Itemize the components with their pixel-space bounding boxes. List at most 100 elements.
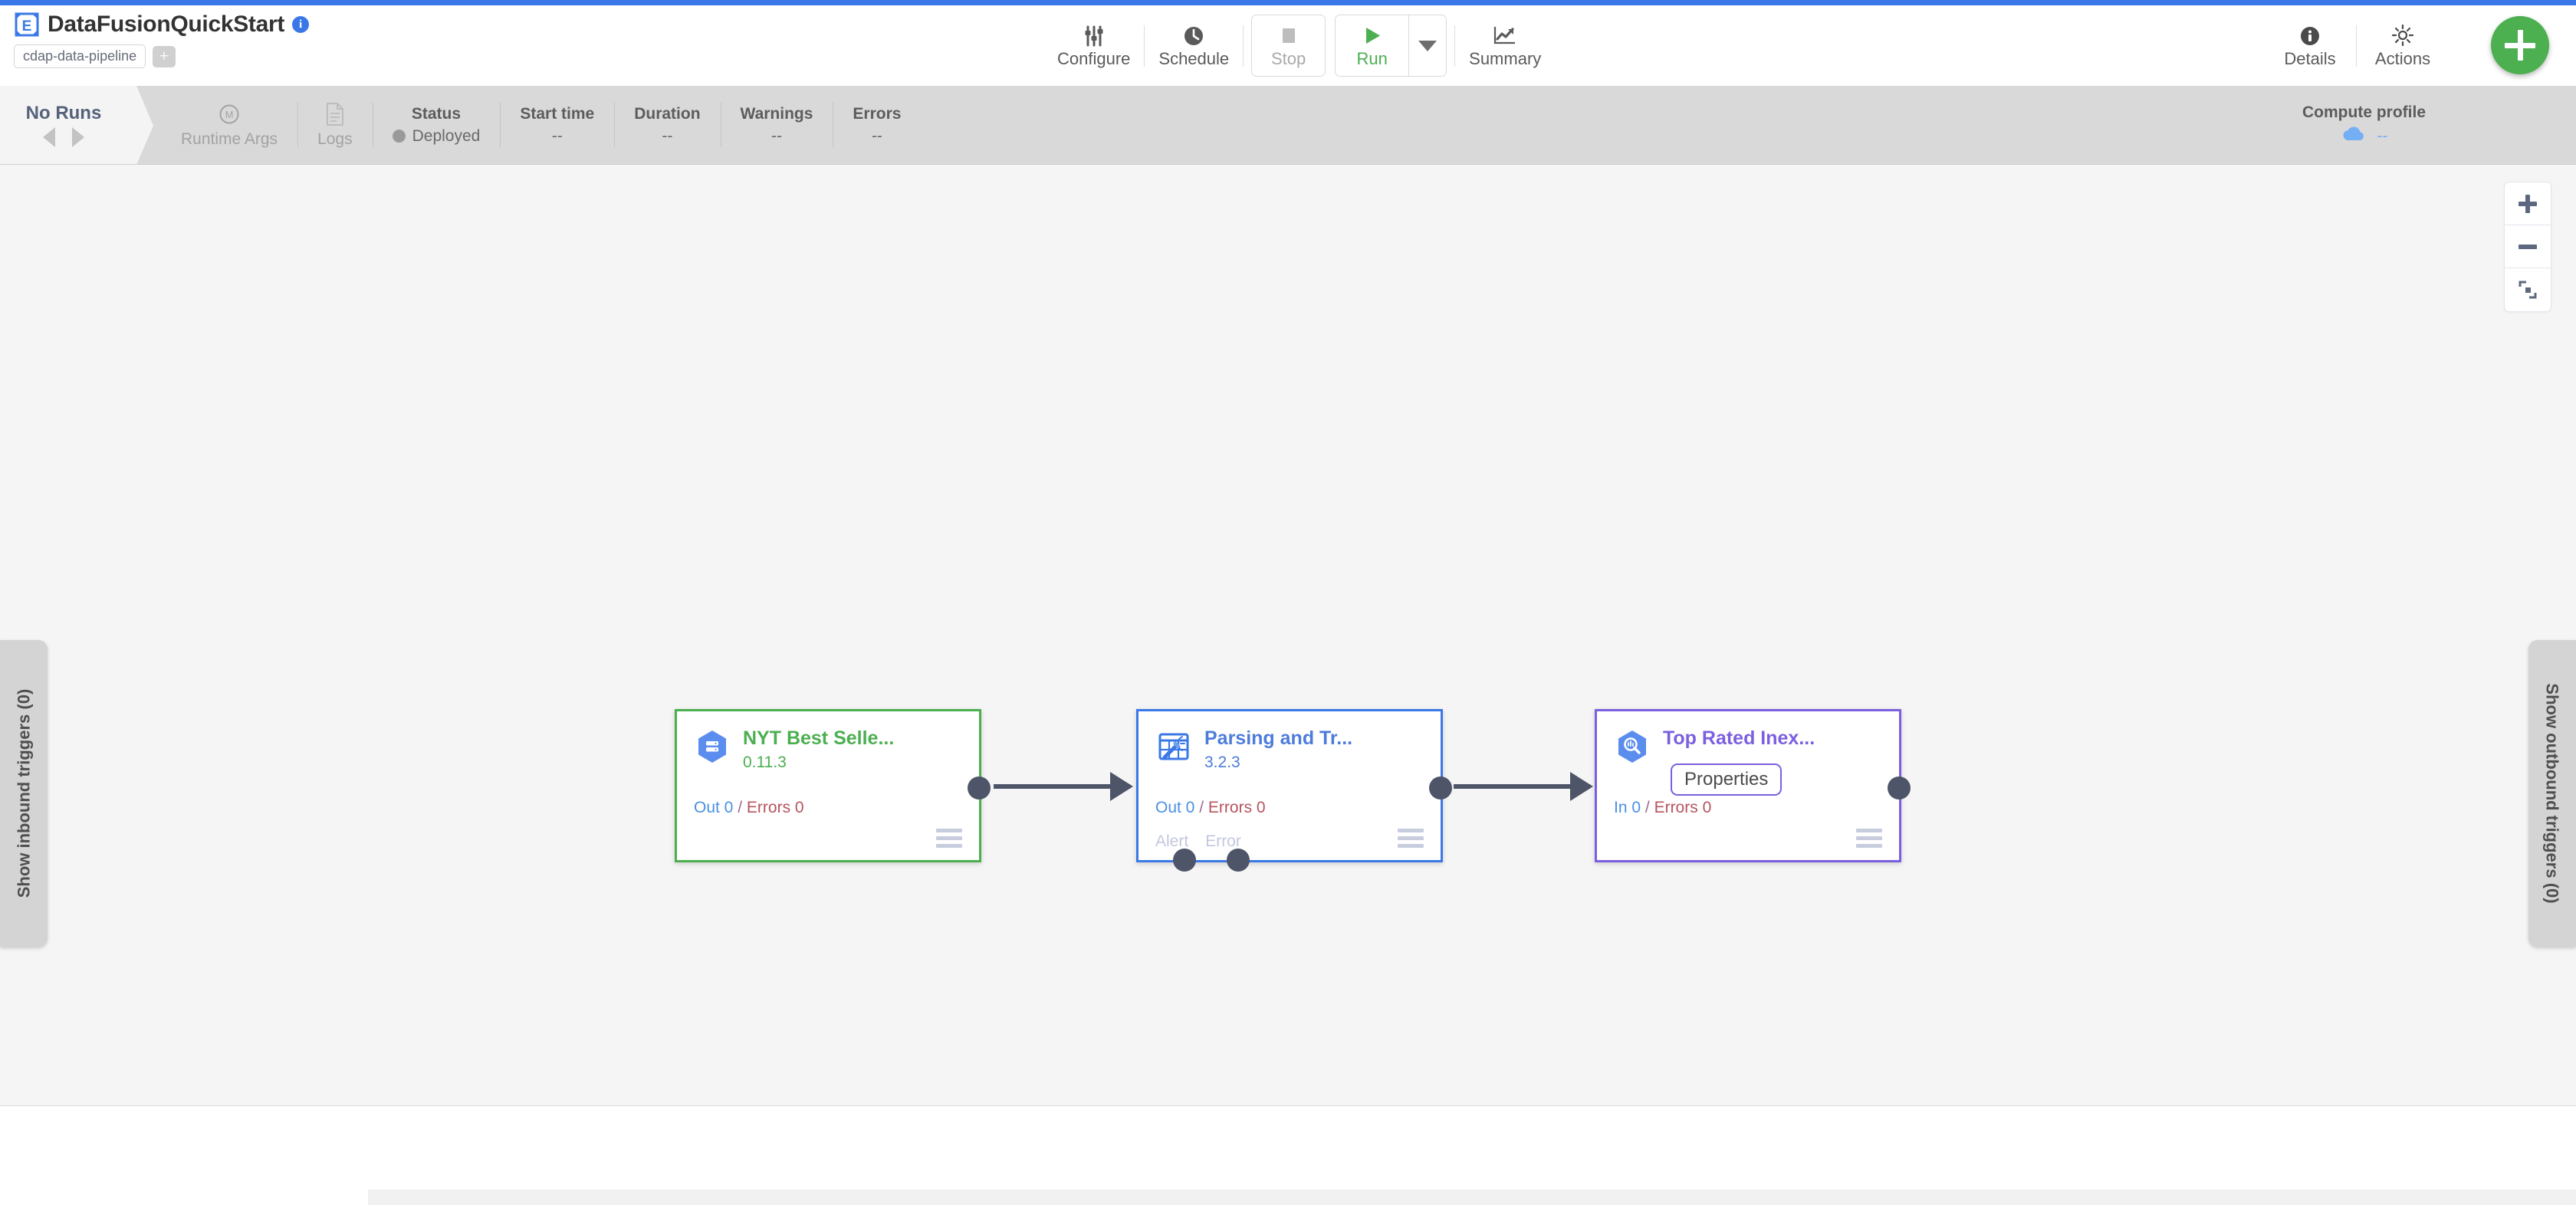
details-button[interactable]: Details [2267, 17, 2353, 74]
toolbar-divider [1454, 25, 1456, 67]
document-icon [325, 102, 345, 126]
info-icon[interactable]: i [292, 16, 310, 33]
run-button[interactable]: Run [1336, 15, 1408, 75]
compute-profile-value: -- [2377, 126, 2388, 145]
errors-metric: Errors -- [833, 86, 921, 164]
pipeline-node-source[interactable]: NYT Best Selle... 0.11.3 Out 0 / Errors … [675, 709, 991, 862]
stop-button[interactable]: Stop [1252, 15, 1325, 75]
outbound-triggers-tab[interactable]: Show outbound triggers (0) [2528, 640, 2576, 947]
zoom-out-button[interactable] [2505, 225, 2551, 268]
runs-nav-buttons [43, 127, 84, 147]
pipeline-node-transform[interactable]: Parsing and Tr... 3.2.3 Out 0 / Errors 0… [1136, 709, 1452, 872]
fit-to-screen-icon [2518, 280, 2538, 300]
errors-value: -- [871, 126, 882, 145]
outbound-triggers-label: Show outbound triggers (0) [2543, 683, 2563, 904]
pipeline-canvas[interactable]: Show inbound triggers (0) Show outbound … [0, 165, 2576, 1106]
chevron-down-icon [1418, 40, 1438, 51]
node-output-port[interactable] [1888, 777, 1911, 800]
svg-text:E: E [22, 18, 32, 34]
zoom-in-button[interactable] [2505, 182, 2551, 225]
play-triangle-icon [1361, 21, 1384, 48]
status-metric-label: Status [411, 104, 462, 123]
node-title-block: NYT Best Selle... 0.11.3 [743, 727, 895, 772]
node-metric-separator: / [738, 799, 743, 816]
connector-transform-to-sink[interactable] [1454, 784, 1590, 789]
logs-label: Logs [317, 130, 353, 148]
gear-icon [2390, 21, 2415, 48]
node-metric-errors: Errors 0 [746, 799, 804, 816]
node-metric-separator: / [1199, 799, 1204, 816]
chevron-right-icon[interactable] [72, 127, 84, 147]
node-error-port-label: Error [1205, 832, 1241, 850]
node-output-port[interactable] [1429, 777, 1452, 800]
runtime-args-button[interactable]: M Runtime Args [161, 86, 297, 164]
node-header: NYT Best Selle... 0.11.3 [677, 711, 979, 772]
status-cells: M Runtime Args Logs Status [161, 86, 921, 164]
duration-value: -- [662, 126, 673, 145]
info-circle-icon [2298, 21, 2321, 48]
node-alert-port[interactable] [1173, 849, 1196, 872]
plus-icon-vertical [2517, 30, 2523, 61]
header-right-group: Details Actions [2267, 5, 2446, 86]
minus-icon [2518, 237, 2538, 257]
node-version: 3.2.3 [1204, 753, 1240, 771]
add-tag-button[interactable]: + [153, 45, 176, 67]
inbound-triggers-label: Show inbound triggers (0) [14, 688, 34, 898]
add-plugin-fab[interactable] [2491, 16, 2549, 74]
chevron-left-icon[interactable] [43, 127, 55, 147]
connector-arrowhead [1110, 772, 1133, 801]
node-name: Top Rated Inex... [1663, 727, 1815, 749]
duration-metric: Duration -- [614, 86, 720, 164]
actions-button[interactable]: Actions [2360, 17, 2446, 74]
warnings-value: -- [770, 126, 782, 145]
node-port-labels: Alert Error [1155, 832, 1241, 851]
actions-label: Actions [2374, 49, 2431, 69]
stop-label: Stop [1271, 49, 1306, 69]
chart-line-icon [1493, 21, 1517, 48]
header-toolbar: Configure Schedule Stop [1046, 5, 1552, 86]
node-output-port[interactable] [968, 777, 991, 800]
schedule-button[interactable]: Schedule [1148, 17, 1240, 74]
toolbar-divider [2356, 25, 2357, 67]
runs-count-label: No Runs [25, 103, 102, 123]
connector-source-to-transform[interactable] [994, 784, 1130, 789]
runs-navigator: No Runs [0, 86, 153, 165]
app-header: E DataFusionQuickStart i cdap-data-pipel… [0, 5, 2576, 86]
node-menu-button[interactable] [1398, 829, 1424, 848]
compute-profile-cell[interactable]: Compute profile -- [2302, 86, 2426, 165]
plus-icon [2518, 194, 2538, 214]
start-time-metric: Start time -- [500, 86, 614, 164]
artifact-chip-row: cdap-data-pipeline + [14, 44, 309, 68]
summary-button[interactable]: Summary [1458, 17, 1552, 74]
node-menu-button[interactable] [936, 829, 962, 848]
node-menu-button[interactable] [1856, 829, 1882, 848]
status-badge: Deployed [392, 127, 480, 146]
status-dot-icon [392, 130, 406, 143]
node-version: 0.11.3 [743, 753, 787, 771]
run-group-divider [1408, 15, 1410, 76]
node-properties-button[interactable]: Properties [1671, 763, 1783, 796]
node-name: NYT Best Selle... [743, 727, 895, 749]
pipeline-node-sink[interactable]: Top Rated Inex... Properties In 0 / Erro… [1595, 709, 1911, 862]
details-label: Details [2284, 49, 2336, 69]
configure-button[interactable]: Configure [1046, 17, 1141, 74]
node-metrics: In 0 / Errors 0 [1614, 799, 1711, 817]
node-metric-errors: Errors 0 [1654, 799, 1712, 816]
configure-label: Configure [1057, 49, 1131, 69]
stop-button-group: Stop [1251, 15, 1326, 77]
run-dropdown-button[interactable] [1409, 15, 1446, 75]
run-status-strip: No Runs M Runtime Args [0, 86, 2576, 165]
node-name: Parsing and Tr... [1204, 727, 1353, 749]
node-error-port[interactable] [1227, 849, 1250, 872]
bigquery-sink-icon [1614, 728, 1651, 765]
svg-text:M: M [225, 109, 234, 120]
errors-label: Errors [853, 104, 902, 123]
sliders-icon [1083, 21, 1106, 48]
inbound-triggers-tab[interactable]: Show inbound triggers (0) [0, 640, 48, 947]
logs-button[interactable]: Logs [297, 86, 373, 164]
artifact-type-chip[interactable]: cdap-data-pipeline [14, 44, 146, 68]
node-title-block: Parsing and Tr... 3.2.3 [1204, 727, 1353, 772]
toolbar-divider [1144, 25, 1145, 67]
fit-to-screen-button[interactable] [2505, 268, 2551, 311]
duration-label: Duration [634, 104, 701, 123]
